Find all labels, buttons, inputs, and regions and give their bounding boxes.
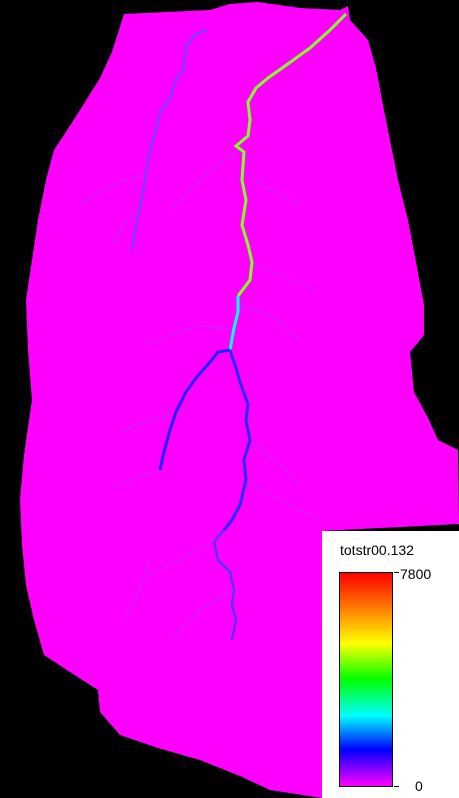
minor-stream	[245, 259, 316, 291]
stream-west-lower	[158, 348, 231, 471]
minor-stream	[119, 409, 186, 433]
legend-panel: totstr00.132 7800 0	[322, 531, 459, 798]
minor-stream	[144, 324, 233, 346]
stream-main-upper	[233, 12, 348, 297]
legend-title: totstr00.132	[340, 542, 414, 558]
minor-stream-network	[79, 149, 321, 641]
legend-min-tick	[394, 786, 399, 787]
stream-main-middle	[228, 296, 240, 351]
legend-color-ramp	[339, 572, 393, 787]
minor-stream	[124, 559, 151, 621]
minor-stream	[149, 539, 216, 576]
minor-stream	[169, 149, 239, 211]
minor-stream	[79, 174, 143, 206]
stream-east-lower	[222, 349, 252, 531]
stream-west-branch	[130, 28, 208, 251]
legend-max-tick	[394, 572, 399, 573]
minor-stream	[239, 169, 301, 206]
minor-stream	[247, 439, 301, 486]
minor-stream	[169, 589, 233, 641]
stream-outlet	[212, 529, 238, 641]
legend-max-label: 7800	[400, 566, 432, 582]
minor-stream	[111, 199, 145, 246]
legend-min-label: 0	[415, 778, 423, 794]
minor-stream	[242, 479, 321, 521]
minor-stream	[237, 304, 301, 341]
minor-stream	[109, 469, 161, 491]
watershed-area	[20, 2, 459, 798]
